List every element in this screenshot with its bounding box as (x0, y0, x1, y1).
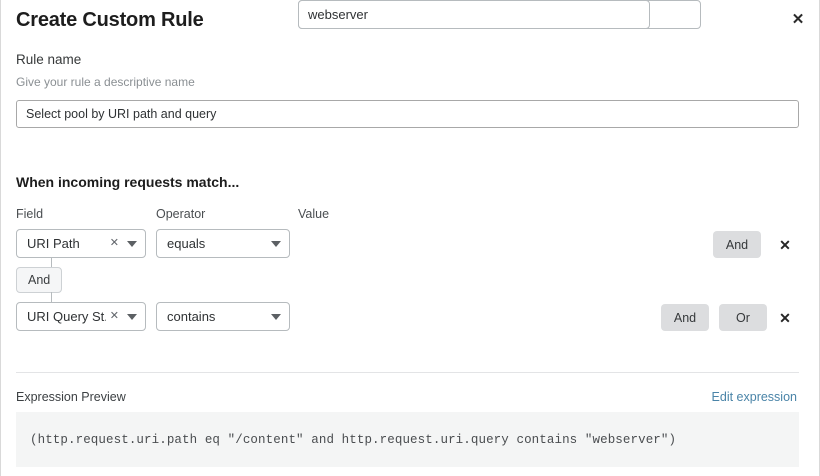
field-select-row-1[interactable]: URI Path ✕ (16, 229, 146, 258)
section-divider (16, 372, 799, 373)
field-select-row-2[interactable]: URI Query St... ✕ (16, 302, 146, 331)
field-select-value-row-2: URI Query St... (27, 309, 106, 324)
column-header-operator: Operator (156, 207, 206, 221)
page-title: Create Custom Rule (16, 9, 204, 31)
rule-name-input[interactable] (16, 100, 799, 128)
value-input-text-row-2: webserver (308, 7, 368, 22)
add-or-condition-button-row-2[interactable]: Or (719, 304, 767, 331)
delete-row-button-row-2[interactable]: ✕ (774, 307, 796, 329)
rule-name-label: Rule name (16, 52, 82, 67)
operator-select-value-row-2: contains (167, 309, 216, 324)
value-input-row-2[interactable]: webserver (298, 0, 650, 29)
chevron-down-icon[interactable] (127, 240, 137, 247)
chevron-down-icon[interactable] (127, 313, 137, 320)
operator-select-row-1[interactable]: equals (156, 229, 290, 258)
add-and-condition-button-row-1[interactable]: And (713, 231, 761, 258)
connector-line-top (51, 258, 52, 268)
match-section-heading: When incoming requests match... (16, 174, 240, 190)
close-small-icon[interactable]: ✕ (109, 310, 119, 322)
edit-expression-link[interactable]: Edit expression (711, 390, 797, 404)
column-header-value: Value (298, 207, 330, 221)
operator-select-value-row-1: equals (167, 236, 206, 251)
close-icon[interactable]: ✕ (785, 6, 811, 32)
chevron-down-icon[interactable] (271, 313, 281, 320)
connector-line-bottom (51, 292, 52, 302)
expression-preview-label: Expression Preview (16, 390, 126, 404)
operator-select-row-2[interactable]: contains (156, 302, 290, 331)
delete-row-button-row-1[interactable]: ✕ (774, 234, 796, 256)
close-small-icon[interactable]: ✕ (109, 237, 119, 249)
expression-preview-code: (http.request.uri.path eq "/content" and… (30, 432, 677, 447)
chevron-down-icon[interactable] (271, 240, 281, 247)
column-header-field: Field (16, 207, 44, 221)
rule-name-help-text: Give your rule a descriptive name (16, 75, 195, 89)
add-and-condition-button-row-2[interactable]: And (661, 304, 709, 331)
group-logic-connector-button[interactable]: And (16, 267, 63, 293)
expression-preview-box: (http.request.uri.path eq "/content" and… (16, 412, 799, 467)
field-select-value-row-1: URI Path (27, 236, 80, 251)
